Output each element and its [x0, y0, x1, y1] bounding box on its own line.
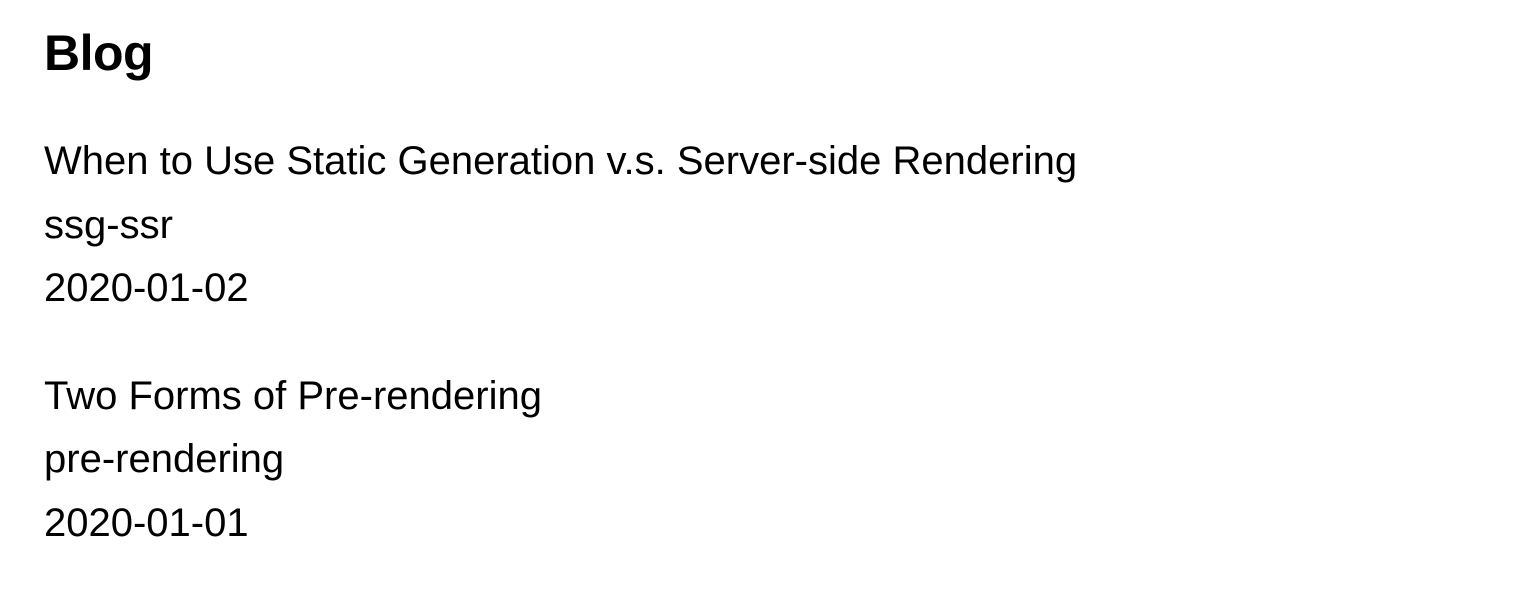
post-title: Two Forms of Pre-rendering: [44, 373, 542, 418]
post-date: 2020-01-02: [44, 266, 249, 310]
post-slug: pre-rendering: [44, 437, 285, 481]
post-date: 2020-01-01: [44, 500, 249, 545]
post-list: When to Use Static Generation v.s. Serve…: [44, 130, 1077, 599]
page-title: Blog: [44, 25, 154, 81]
post-title: When to Use Static Generation v.s. Serve…: [44, 139, 1078, 183]
list-item: Two Forms of Pre-rendering pre-rendering…: [44, 365, 1077, 556]
list-item: When to Use Static Generation v.s. Serve…: [44, 130, 1077, 321]
post-slug: ssg-ssr: [44, 202, 173, 247]
